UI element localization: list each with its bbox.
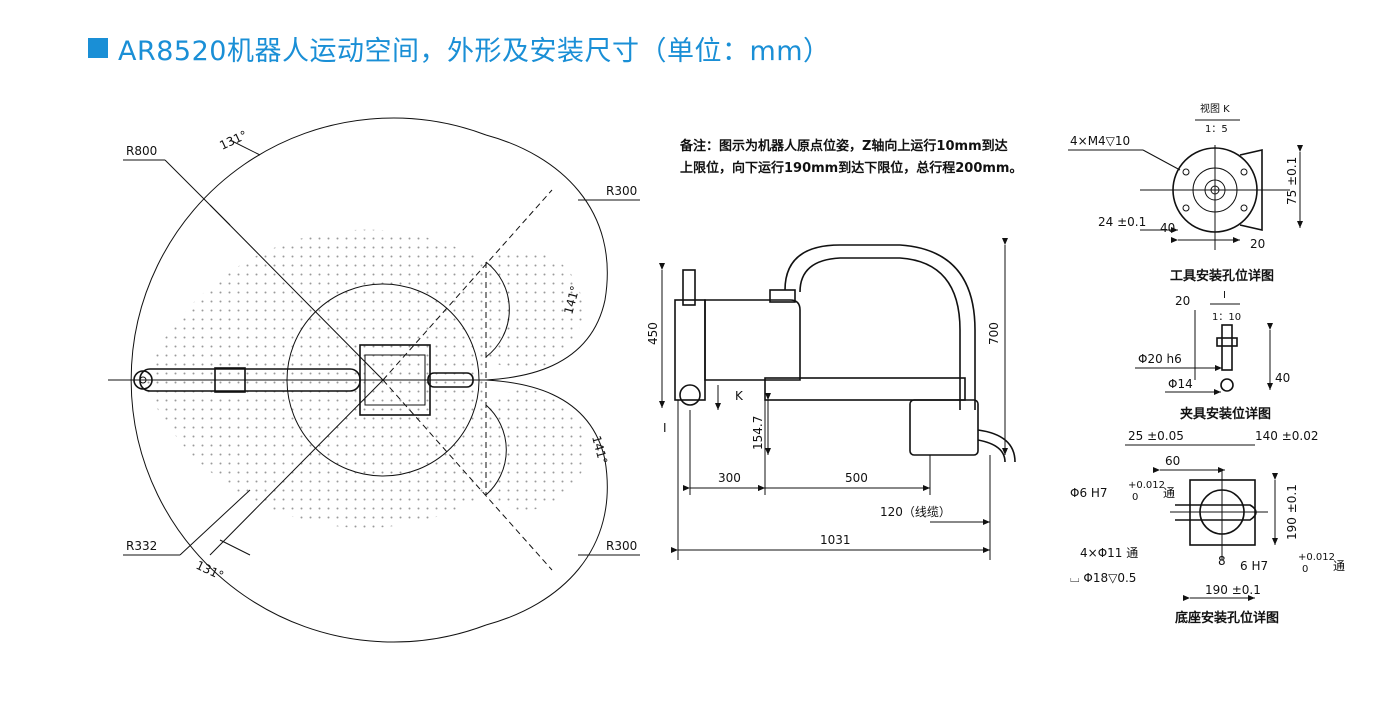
side-view: 450 700 154.7 300 500 120（线缆） 1031 K I <box>646 238 1016 560</box>
base-tol-up-2: +0.012 <box>1298 552 1335 563</box>
base-caption: 底座安装孔位详图 <box>1175 610 1279 626</box>
clamp-d40: 40 <box>1275 371 1290 385</box>
base-d60: 60 <box>1165 454 1180 468</box>
label-angle-bottom: 131° <box>194 558 226 583</box>
workspace-diagram: R800 R332 R300 R300 131° 131° 141° 141° <box>108 117 640 643</box>
label-r332: R332 <box>126 539 157 553</box>
tool-d75: 75 ±0.1 <box>1285 157 1299 205</box>
base-tol-low-2: 0 <box>1302 564 1308 575</box>
right-lobe-bottom <box>485 379 608 626</box>
label-r300-top: R300 <box>606 184 637 198</box>
tool-d20: 20 <box>1250 237 1265 251</box>
clamp-d20: 20 <box>1175 294 1190 308</box>
base-d140: 140 ±0.02 <box>1255 429 1319 443</box>
workspace-area <box>143 229 586 528</box>
base-tol-up: +0.012 <box>1128 480 1165 491</box>
base-d8: 8 <box>1218 554 1226 568</box>
clamp-caption: 夹具安装位详图 <box>1180 406 1271 422</box>
tool-holes: 4×M4▽10 <box>1070 134 1130 148</box>
clamp-scale: 1：10 <box>1212 312 1241 323</box>
base-d25: 25 ±0.05 <box>1128 429 1184 443</box>
label-120: 120（线缆） <box>880 505 951 519</box>
clamp-d14: Φ14 <box>1168 377 1193 391</box>
clamp-view: I <box>1223 290 1226 301</box>
base-through: 通 <box>1163 486 1175 500</box>
title-square-icon <box>88 38 108 58</box>
note-line-1: 备注：图示为机器人原点位姿，Z轴向上运行10mm到达 <box>679 138 1008 154</box>
base-detail: 25 ±0.05 140 ±0.02 60 190 ±0.1 Φ6 H7 +0.… <box>1070 429 1345 626</box>
clamp-detail: 20 I 1：10 Φ20 h6 Φ14 40 夹具安装位详图 <box>1135 290 1290 422</box>
tool-detail: 视图 K 1：5 4×M4▽10 24 ±0.1 40 20 75 ±0.1 工… <box>1068 102 1303 284</box>
tool-caption: 工具安装孔位详图 <box>1170 268 1274 284</box>
clamp-shaft: Φ20 h6 <box>1138 352 1182 366</box>
base-d190v: 190 ±0.1 <box>1285 484 1299 540</box>
base-d190h: 190 ±0.1 <box>1205 583 1261 597</box>
label-r800: R800 <box>126 144 157 158</box>
inner-curve <box>485 261 510 358</box>
label-r300-bottom: R300 <box>606 539 637 553</box>
label-k: K <box>735 389 744 403</box>
tool-d40: 40 <box>1160 221 1175 235</box>
tool-scale: 1：5 <box>1205 124 1228 135</box>
title-text: AR8520机器人运动空间，外形及安装尺寸（单位：mm） <box>118 35 831 67</box>
base-cbore: ⌴ Φ18▽0.5 <box>1070 571 1136 585</box>
label-angle-top: 131° <box>217 128 249 153</box>
label-500: 500 <box>845 471 868 485</box>
base-pin: Φ6 H7 <box>1070 486 1108 500</box>
label-450: 450 <box>646 322 660 345</box>
label-300: 300 <box>718 471 741 485</box>
tool-view: 视图 K <box>1200 102 1230 115</box>
note-block: 备注：图示为机器人原点位姿，Z轴向上运行10mm到达 上限位，向下运行190mm… <box>679 138 1022 176</box>
label-154: 154.7 <box>751 416 765 450</box>
base-pin2: 6 H7 <box>1240 559 1268 573</box>
page-title: AR8520机器人运动空间，外形及安装尺寸（单位：mm） <box>88 28 831 68</box>
label-1031: 1031 <box>820 533 851 547</box>
right-lobe-top <box>485 134 608 381</box>
label-700: 700 <box>987 322 1001 345</box>
label-i: I <box>663 421 667 435</box>
base-holes: 4×Φ11 通 <box>1080 546 1138 560</box>
label-angle-right-bottom: 141° <box>589 434 610 466</box>
base-tol-low: 0 <box>1132 492 1138 503</box>
note-line-2: 上限位，向下运行190mm到达下限位，总行程200mm。 <box>680 160 1022 176</box>
inner-curve-2 <box>485 404 507 496</box>
tool-d24: 24 ±0.1 <box>1098 215 1146 229</box>
base-through-2: 通 <box>1333 559 1345 573</box>
